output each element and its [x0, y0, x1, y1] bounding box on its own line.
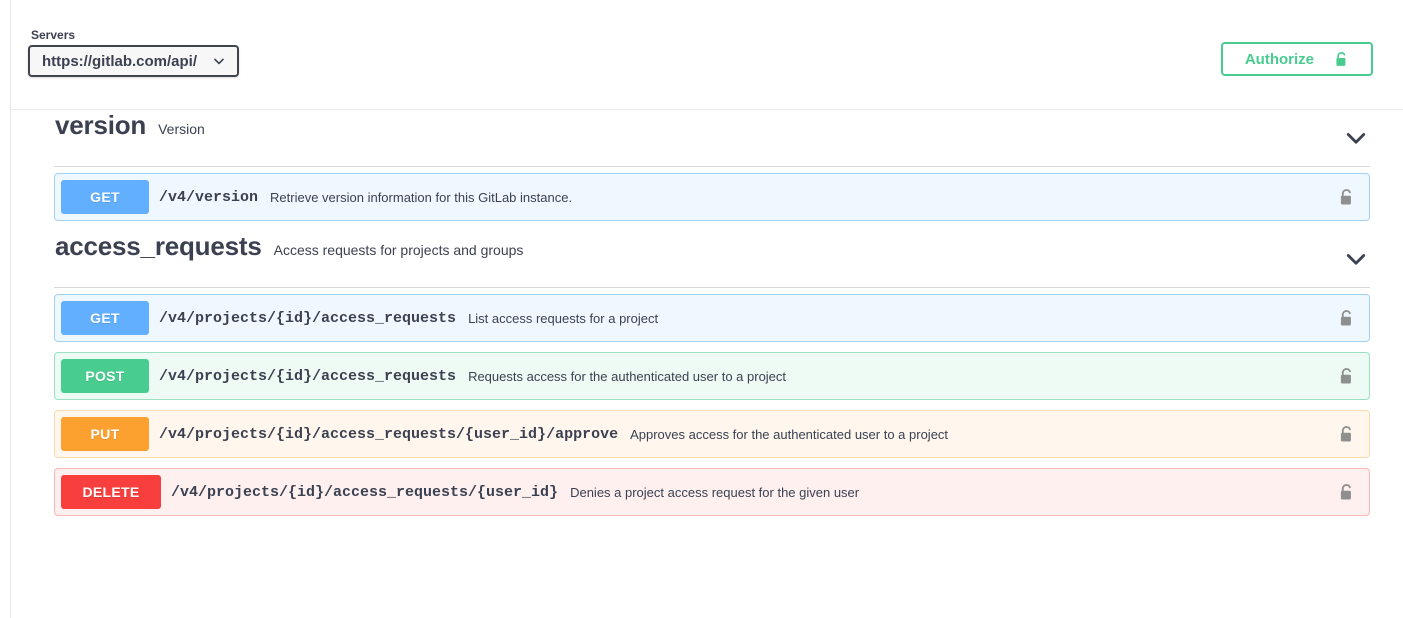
operation-summary: Requests access for the authenticated us…: [468, 368, 787, 384]
operation-row[interactable]: PUT/v4/projects/{id}/access_requests/{us…: [54, 410, 1370, 458]
server-select-value: https://gitlab.com/api/: [42, 52, 198, 70]
page-left-edge: [10, 0, 11, 618]
scheme-container: Servers https://gitlab.com/api/ Authoriz…: [11, 0, 1403, 110]
section-title: access_requests: [55, 231, 262, 261]
operation-row[interactable]: DELETE/v4/projects/{id}/access_requests/…: [54, 468, 1370, 516]
section-description: Access requests for projects and groups: [273, 242, 524, 258]
servers-block: Servers https://gitlab.com/api/: [28, 28, 240, 77]
operation-path: /v4/projects/{id}/access_requests: [159, 367, 457, 385]
chevron-down-icon[interactable]: [1342, 245, 1370, 273]
operation-summary: Denies a project access request for the …: [570, 484, 860, 500]
operation-row[interactable]: POST/v4/projects/{id}/access_requests Req…: [54, 352, 1370, 400]
section-divider: [54, 287, 1370, 288]
unlock-icon[interactable]: [1338, 309, 1355, 328]
authorize-button-label: Authorize: [1244, 50, 1314, 68]
section-header-version[interactable]: version Version: [55, 110, 1370, 166]
unlock-icon[interactable]: [1338, 483, 1355, 502]
operation-path: /v4/projects/{id}/access_requests: [159, 309, 457, 327]
section-title: version: [55, 110, 147, 140]
chevron-down-icon[interactable]: [1342, 124, 1370, 152]
unlock-icon: [1334, 51, 1349, 68]
operation-row[interactable]: GET/v4/projects/{id}/access_requests List…: [54, 294, 1370, 342]
http-method-badge: DELETE: [61, 475, 161, 509]
http-method-badge: POST: [61, 359, 149, 393]
servers-label: Servers: [31, 28, 76, 42]
authorize-button[interactable]: Authorize: [1220, 42, 1373, 76]
http-method-badge: GET: [61, 301, 149, 335]
http-method-badge: PUT: [61, 417, 149, 451]
operation-summary: List access requests for a project: [468, 310, 659, 326]
section-divider: [54, 166, 1370, 167]
operation-list: GET/v4/version Retrieve version informati…: [11, 167, 1403, 221]
chevron-down-icon: [211, 53, 227, 69]
operation-path: /v4/projects/{id}/access_requests/{user_…: [159, 425, 619, 443]
server-select[interactable]: https://gitlab.com/api/: [28, 45, 240, 77]
section-description: Version: [158, 121, 205, 137]
operation-summary: Approves access for the authenticated us…: [630, 426, 949, 442]
api-section-access_requests: access_requests Access requests for proje…: [11, 231, 1403, 516]
operation-row[interactable]: GET/v4/version Retrieve version informati…: [54, 173, 1370, 221]
http-method-badge: GET: [61, 180, 149, 214]
unlock-icon[interactable]: [1338, 425, 1355, 444]
unlock-icon[interactable]: [1338, 367, 1355, 386]
operation-summary: Retrieve version information for this Gi…: [270, 189, 573, 205]
unlock-icon[interactable]: [1338, 188, 1355, 207]
operation-list: GET/v4/projects/{id}/access_requests List…: [11, 288, 1403, 516]
section-header-access_requests[interactable]: access_requests Access requests for proje…: [55, 231, 1370, 287]
operation-path: /v4/projects/{id}/access_requests/{user_…: [171, 483, 559, 501]
authorize-wrapper: Authorize: [1220, 42, 1373, 76]
operation-path: /v4/version: [159, 188, 259, 206]
